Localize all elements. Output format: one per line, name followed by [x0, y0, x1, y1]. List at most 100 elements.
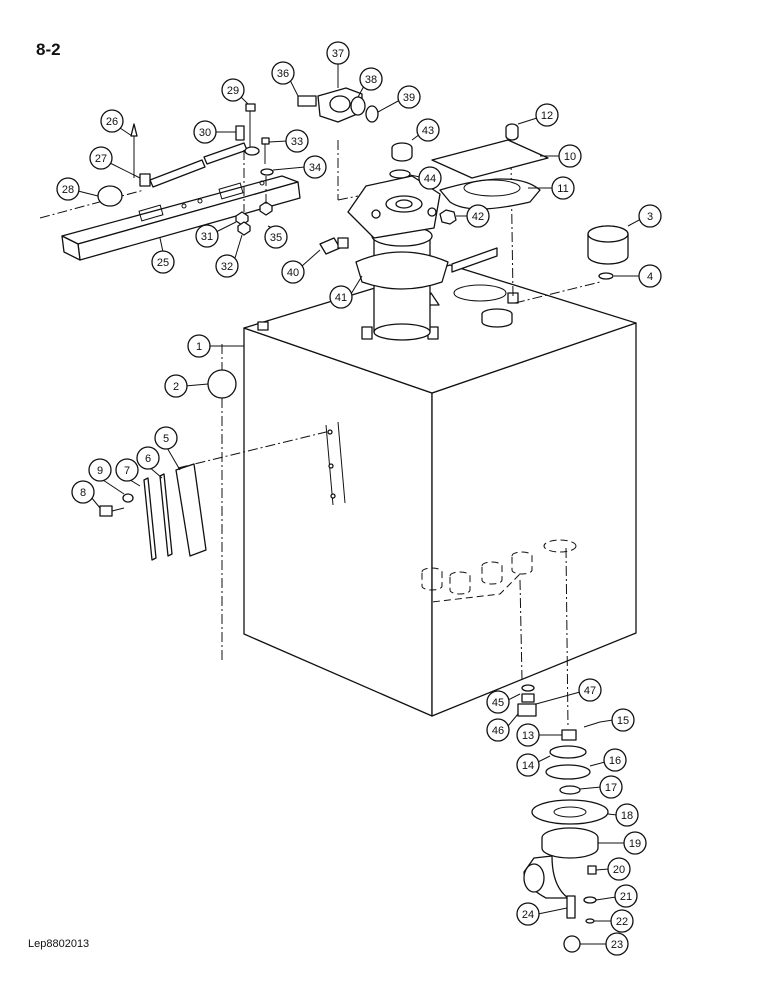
document-code: Lep8802013 [28, 938, 90, 950]
svg-text:20: 20 [613, 864, 625, 876]
hydraulic-tank [243, 247, 637, 717]
callout-42: 42 [456, 204, 490, 228]
svg-text:38: 38 [365, 74, 377, 86]
callout-4: 4 [614, 264, 662, 288]
callout-3: 3 [627, 204, 662, 228]
svg-text:25: 25 [157, 257, 169, 269]
callout-16: 16 [589, 748, 627, 772]
callout-18: 18 [607, 803, 639, 827]
svg-text:27: 27 [95, 153, 107, 165]
callout-44: 44 [409, 166, 442, 190]
svg-text:40: 40 [287, 267, 299, 279]
svg-text:39: 39 [403, 92, 415, 104]
callout-26: 26 [100, 109, 133, 137]
svg-text:44: 44 [424, 173, 436, 185]
svg-text:6: 6 [145, 453, 151, 465]
svg-text:9: 9 [97, 465, 103, 477]
svg-text:14: 14 [522, 760, 534, 772]
svg-text:34: 34 [309, 162, 321, 174]
callout-40: 40 [281, 249, 321, 284]
svg-text:10: 10 [564, 151, 576, 163]
callout-17: 17 [579, 775, 623, 799]
svg-text:42: 42 [472, 211, 484, 223]
svg-text:7: 7 [124, 465, 130, 477]
svg-text:17: 17 [605, 782, 617, 794]
filter-housing [297, 87, 457, 341]
svg-text:35: 35 [270, 232, 282, 244]
svg-text:3: 3 [647, 211, 653, 223]
callout-20: 20 [595, 857, 631, 881]
callout-35: 35 [264, 225, 288, 249]
svg-text:2: 2 [173, 381, 179, 393]
callout-34: 34 [272, 155, 327, 179]
callout-36: 36 [271, 61, 299, 97]
svg-text:36: 36 [277, 68, 289, 80]
callout-39: 39 [377, 85, 421, 113]
svg-text:37: 37 [332, 48, 344, 60]
svg-text:8: 8 [80, 487, 86, 499]
callout-30: 30 [193, 120, 236, 144]
svg-text:23: 23 [611, 939, 623, 951]
svg-text:16: 16 [609, 755, 621, 767]
svg-text:31: 31 [201, 231, 213, 243]
top-bracket-assembly [39, 103, 301, 261]
svg-text:28: 28 [62, 184, 74, 196]
page-label: 8-2 [36, 40, 61, 59]
callout-23: 23 [580, 932, 629, 956]
svg-text:24: 24 [522, 909, 534, 921]
callout-37: 37 [326, 41, 350, 88]
callout-10: 10 [540, 144, 582, 168]
svg-text:18: 18 [621, 810, 633, 822]
svg-text:33: 33 [291, 136, 303, 148]
sight-gauge [99, 463, 207, 561]
svg-text:30: 30 [199, 127, 211, 139]
callout-47: 47 [535, 678, 602, 705]
filler-cap [587, 225, 629, 280]
callout-6: 6 [136, 446, 163, 479]
svg-text:32: 32 [221, 261, 233, 273]
callout-43: 43 [411, 118, 440, 142]
callout-41: 41 [329, 275, 363, 309]
svg-text:43: 43 [422, 125, 434, 137]
callout-31: 31 [195, 221, 237, 248]
callout-29: 29 [221, 78, 249, 105]
callout-38: 38 [357, 67, 383, 98]
callout-32: 32 [215, 234, 243, 278]
callout-21: 21 [595, 884, 638, 908]
callout-11: 11 [528, 176, 575, 200]
svg-text:11: 11 [557, 183, 568, 195]
callout-14: 14 [516, 753, 551, 777]
svg-text:47: 47 [584, 685, 596, 697]
svg-text:13: 13 [522, 730, 534, 742]
svg-text:46: 46 [492, 725, 504, 737]
callout-13: 13 [516, 723, 562, 747]
drain-valve-assembly [517, 684, 609, 953]
callout-46: 46 [486, 713, 519, 742]
callout-25: 25 [151, 237, 175, 274]
callout-5: 5 [154, 426, 181, 471]
callout-9: 9 [88, 458, 125, 495]
svg-text:41: 41 [335, 292, 347, 304]
svg-text:4: 4 [647, 271, 653, 283]
assembly-centerlines [177, 140, 601, 729]
svg-text:45: 45 [492, 697, 504, 709]
return-cover [431, 123, 549, 210]
svg-text:1: 1 [196, 341, 202, 353]
svg-text:19: 19 [629, 838, 641, 850]
svg-text:12: 12 [541, 110, 553, 122]
callout-2: 2 [164, 369, 237, 399]
callout-1: 1 [187, 334, 244, 358]
callout-19: 19 [598, 831, 647, 855]
svg-text:29: 29 [227, 85, 239, 97]
callout-45: 45 [486, 690, 521, 714]
svg-text:5: 5 [163, 433, 169, 445]
callout-7: 7 [115, 458, 141, 487]
callout-27: 27 [89, 146, 141, 179]
callout-8: 8 [71, 480, 101, 509]
callout-15: 15 [599, 708, 635, 732]
svg-text:22: 22 [616, 916, 628, 928]
callout-12: 12 [517, 103, 559, 127]
callout-24: 24 [516, 902, 568, 926]
svg-text:21: 21 [620, 891, 632, 903]
